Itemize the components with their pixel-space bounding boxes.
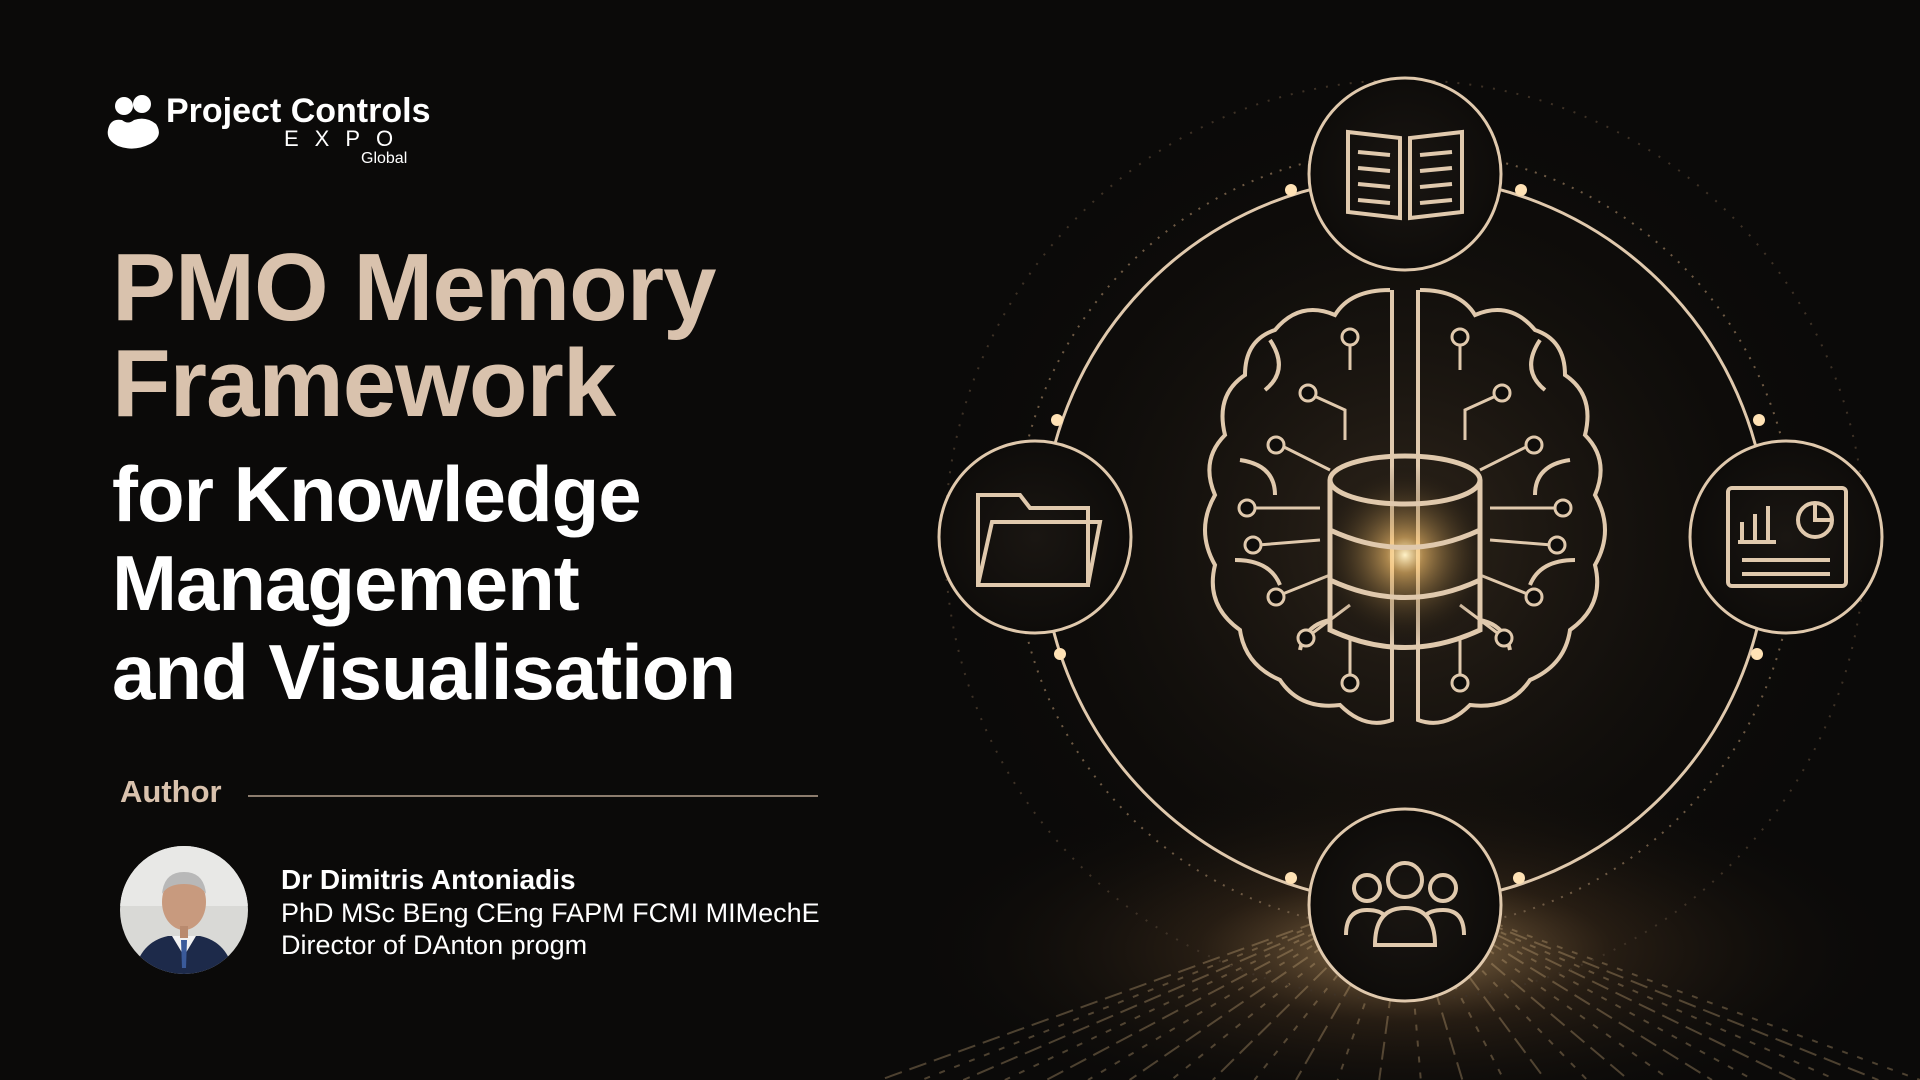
light-ray — [1451, 912, 1796, 1080]
team-icon — [1344, 861, 1466, 947]
book-icon — [1346, 129, 1464, 221]
brand-region: Global — [361, 150, 408, 167]
light-ray — [921, 912, 1348, 1080]
author-avatar — [120, 846, 248, 974]
light-ray — [879, 912, 1343, 1080]
author-divider — [248, 795, 818, 797]
light-ray — [1426, 912, 1588, 1080]
ring-dots — [1051, 184, 1765, 884]
light-ray — [1087, 912, 1368, 1080]
light-ray — [1170, 912, 1378, 1080]
page-title-accent: PMO Memory Framework — [112, 234, 716, 437]
author-label: Author — [120, 774, 222, 809]
brand-logo: Project Controls EXPO Global — [104, 88, 444, 178]
author-credentials: PhD MSc BEng CEng FAPM FCMI MIMechE — [281, 898, 820, 928]
light-ray — [1004, 912, 1358, 1080]
right-node — [1688, 439, 1884, 635]
people-logo-icon — [107, 95, 159, 149]
framework-illustration — [937, 76, 1884, 1003]
brand-name: Project Controls — [166, 92, 431, 130]
brain-circuit-icon — [1203, 288, 1607, 725]
light-ray — [1045, 912, 1363, 1080]
title-line-5: and Visualisation — [112, 628, 736, 716]
title-line-1: PMO Memory — [112, 234, 716, 341]
light-ray — [1129, 912, 1373, 1080]
left-node — [937, 439, 1133, 635]
brand-sub: EXPO — [284, 126, 410, 151]
circuit-nodes — [1237, 327, 1573, 693]
light-ray — [1456, 912, 1838, 1080]
light-ray — [1466, 912, 1920, 1080]
title-line-3: for Knowledge — [112, 450, 642, 538]
dashboard-icon — [1726, 486, 1848, 588]
light-ray — [962, 912, 1353, 1080]
title-line-4: Management — [112, 539, 580, 627]
database-icon — [1327, 453, 1483, 650]
light-ray — [1461, 912, 1879, 1080]
title-line-2: Framework — [112, 330, 616, 437]
author-name: Dr Dimitris Antoniadis — [281, 864, 576, 895]
top-node — [1307, 76, 1503, 272]
folder-icon — [976, 493, 1103, 587]
light-ray — [1446, 912, 1755, 1080]
bottom-node — [1307, 807, 1503, 1003]
database-glow — [1315, 465, 1495, 645]
light-ray — [1336, 912, 1398, 1080]
page-title-subtitle: for Knowledge Management and Visualisati… — [112, 450, 736, 717]
author-role: Director of DAnton progm — [281, 930, 588, 960]
